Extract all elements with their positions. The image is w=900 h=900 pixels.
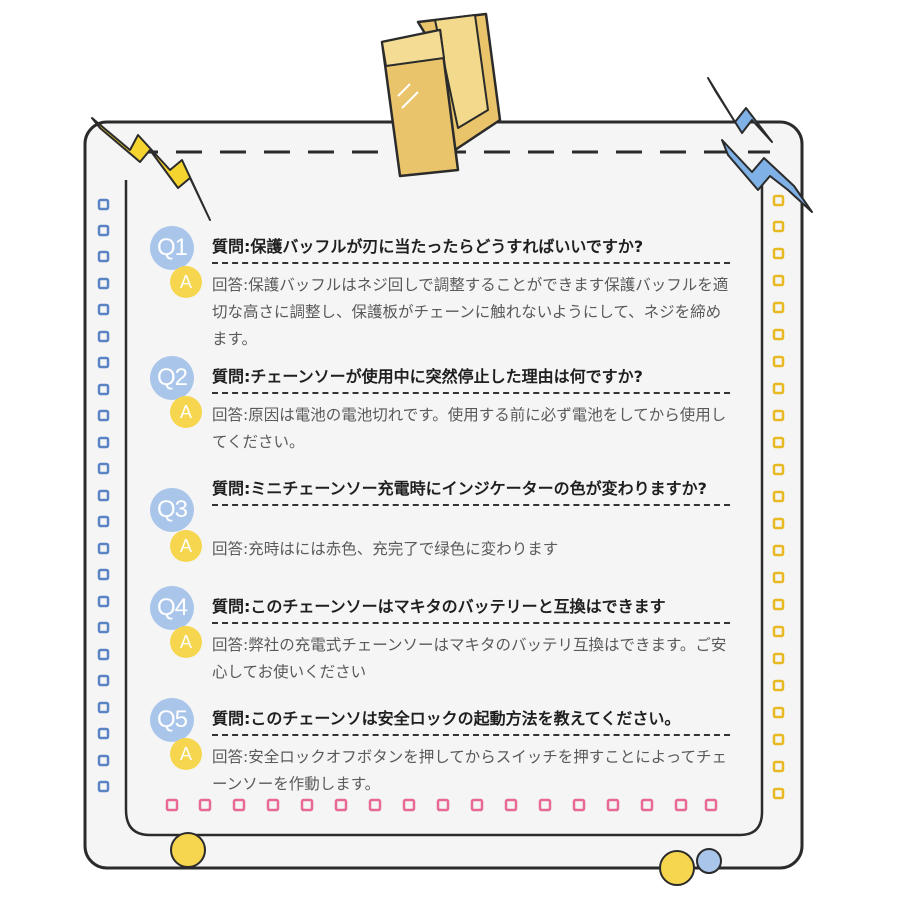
answer-row: A 回答:充時はには赤色、充完了で绿色に変わります (150, 530, 730, 563)
question-row: Q4 質問:このチェーンソーはマキタのバッテリーと互換はできます (150, 586, 730, 630)
question-row: Q1 質問:保護バッフルが刃に当たったらどうすればいいですか? (150, 226, 730, 270)
question-row: Q3 質問:ミニチェーンソー充電時にインジケーターの色が変わりますか? (150, 468, 730, 532)
question-text: 質問:このチェーンソーはマキタのバッテリーと互換はできます (212, 596, 730, 624)
question-row: Q2 質問:チェーンソーが使用中に突然停止した理由は何ですか? (150, 356, 730, 400)
question-badge: Q3 (150, 488, 194, 532)
question-badge: Q1 (150, 226, 194, 270)
answer-row: A 回答:保護バッフルはネジ回しで調整することができます保護バッフルを適切な高さ… (150, 266, 730, 353)
answer-badge: A (170, 266, 202, 298)
answer-badge: A (170, 530, 202, 562)
answer-badge: A (170, 738, 202, 770)
answer-row: A 回答:弊社の充電式チェーンソーはマキタのバッテリ互換はできます。ご安心してお… (150, 626, 730, 686)
qa-item-2: Q2 質問:チェーンソーが使用中に突然停止した理由は何ですか? A 回答:原因は… (150, 356, 730, 456)
left-square-column (97, 198, 110, 793)
question-text: 質問:ミニチェーンソー充電時にインジケーターの色が変わりますか? (212, 478, 730, 506)
answer-badge: A (170, 626, 202, 658)
answer-text: 回答:弊社の充電式チェーンソーはマキタのバッテリ互換はできます。ご安心してお使い… (212, 636, 727, 681)
answer-text: 回答:充時はには赤色、充完了で绿色に変わります (212, 540, 559, 558)
blue-lightning-top-icon (707, 77, 773, 143)
question-text: 質問:保護バッフルが刃に当たったらどうすればいいですか? (212, 236, 730, 264)
bottom-right-blue-circle (696, 848, 722, 874)
question-row: Q5 質問:このチェーンソは安全ロックの起動方法を教えてください。 (150, 698, 730, 742)
answer-badge: A (170, 396, 202, 428)
question-text: 質問:このチェーンソは安全ロックの起動方法を教えてください。 (212, 708, 730, 736)
answer-text: 回答:安全ロックオフボタンを押してからスイッチを押すことによってチェーンソーを作… (212, 748, 728, 793)
blue-lightning-bottom-icon (721, 139, 813, 213)
qa-item-3: Q3 質問:ミニチェーンソー充電時にインジケーターの色が変わりますか? A 回答… (150, 468, 730, 563)
qa-item-5: Q5 質問:このチェーンソは安全ロックの起動方法を教えてください。 A 回答:安… (150, 698, 730, 798)
inner-border (124, 180, 764, 837)
binder-clip-icon (380, 12, 502, 178)
question-text: 質問:チェーンソーが使用中に突然停止した理由は何ですか? (212, 366, 730, 394)
bottom-square-row (165, 798, 718, 812)
qa-item-4: Q4 質問:このチェーンソーはマキタのバッテリーと互換はできます A 回答:弊社… (150, 586, 730, 686)
yellow-lightning-icon (91, 117, 211, 221)
question-badge: Q5 (150, 698, 194, 742)
question-badge: Q2 (150, 356, 194, 400)
question-badge: Q4 (150, 586, 194, 630)
right-square-column (772, 194, 785, 800)
answer-row: A 回答:安全ロックオフボタンを押してからスイッチを押すことによってチェーンソー… (150, 738, 730, 798)
answer-text: 回答:保護バッフルはネジ回しで調整することができます保護バッフルを適切な高さに調… (212, 276, 729, 348)
answer-text: 回答:原因は電池の電池切れです。使用する前に必ず電池をしてから使用してください。 (212, 406, 727, 451)
bottom-right-yellow-circle (659, 850, 695, 886)
answer-row: A 回答:原因は電池の電池切れです。使用する前に必ず電池をしてから使用してくださ… (150, 396, 730, 456)
bottom-left-circle (170, 832, 206, 868)
qa-item-1: Q1 質問:保護バッフルが刃に当たったらどうすればいいですか? A 回答:保護バ… (150, 226, 730, 353)
